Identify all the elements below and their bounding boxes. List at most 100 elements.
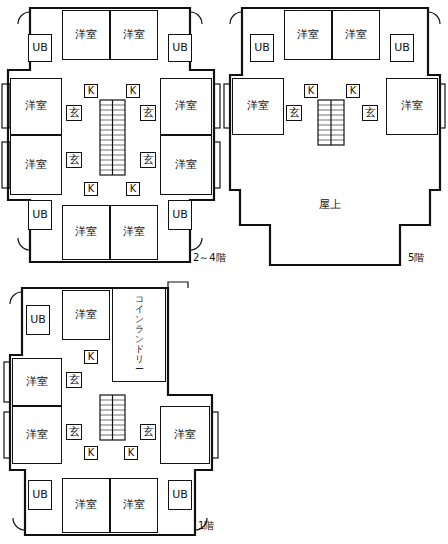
room-label: 洋室 — [175, 159, 197, 171]
room-box: 玄 — [362, 105, 378, 121]
room-label: 玄 — [69, 107, 80, 119]
floor-label: 1階 — [198, 520, 214, 531]
room-label: 玄 — [143, 107, 154, 119]
room-box: 洋室 — [110, 478, 158, 533]
stair-core — [100, 100, 125, 175]
room-label: 洋室 — [123, 226, 145, 238]
room-box: 洋室 — [160, 78, 212, 135]
room-box: UB — [28, 200, 52, 230]
room-label: UB — [172, 42, 188, 54]
room-label: 洋室 — [297, 29, 319, 41]
room-box: 洋室 — [232, 78, 284, 135]
room-box: K — [124, 446, 138, 460]
room-box: K — [84, 84, 98, 98]
room-label: K — [88, 448, 94, 459]
room-box: UB — [168, 34, 192, 62]
room-label: 洋室 — [26, 429, 48, 441]
room-label: 洋室 — [345, 29, 367, 41]
room-label: UB — [32, 42, 48, 54]
roof-area: 屋上 — [270, 160, 390, 250]
room-label: UB — [254, 42, 270, 54]
room-label: 洋室 — [26, 376, 48, 388]
room-label: 玄 — [289, 107, 300, 119]
room-box: UB — [28, 480, 52, 510]
room-label: 玄 — [69, 374, 80, 386]
room-label: 洋室 — [174, 429, 196, 441]
stair-divider — [330, 100, 331, 145]
room-label: 洋室 — [25, 159, 47, 171]
room-box: UB — [168, 480, 192, 510]
room-box: 玄 — [140, 105, 156, 121]
room-label: 洋室 — [123, 29, 145, 41]
room-label: 洋室 — [75, 226, 97, 238]
room-label: 洋室 — [123, 499, 145, 511]
room-box: 洋室 — [386, 78, 438, 135]
room-box: 洋室 — [110, 205, 158, 260]
room-label: K — [350, 86, 356, 97]
room-box: 玄 — [140, 424, 156, 440]
room-box: 洋室 — [332, 10, 380, 60]
room-box: UB — [250, 34, 274, 62]
room-label: K — [88, 86, 94, 97]
room-box: 洋室 — [12, 358, 62, 406]
room-label: UB — [32, 209, 48, 221]
room-box: K — [346, 84, 360, 98]
room-label: K — [130, 86, 136, 97]
room-box: 洋室 — [62, 478, 110, 533]
stair-core — [318, 100, 344, 145]
floor-plan: UB洋室コインランドリーK洋室玄洋室玄玄洋室KKUB洋室洋室UB1階 — [10, 288, 212, 535]
room-box: 玄 — [286, 105, 302, 121]
floor-plan: UB洋室洋室UBKK洋室玄玄洋室屋上5階 — [230, 8, 440, 265]
stair-divider — [112, 395, 113, 440]
room-label: 洋室 — [175, 100, 197, 112]
room-box: 玄 — [66, 372, 82, 388]
room-box: 洋室 — [110, 10, 158, 60]
stair-core — [100, 395, 125, 440]
room-label: 玄 — [69, 154, 80, 166]
room-box: UB — [390, 34, 414, 62]
room-label: コインランドリー — [135, 295, 144, 374]
floor-label: 5階 — [408, 252, 424, 263]
room-box: 玄 — [66, 152, 82, 168]
room-label: 玄 — [69, 426, 80, 438]
room-label: UB — [172, 209, 188, 221]
room-label: K — [88, 352, 94, 363]
door — [168, 282, 188, 288]
room-box: 洋室 — [10, 78, 62, 135]
room-box: K — [304, 84, 318, 98]
room-box: 玄 — [66, 105, 82, 121]
room-box: 玄 — [140, 152, 156, 168]
room-box: K — [84, 446, 98, 460]
stair-steps — [100, 100, 344, 440]
room-label: K — [128, 448, 134, 459]
room-box: UB — [26, 305, 50, 335]
floor-label: 2～4階 — [193, 252, 226, 263]
room-box: 洋室 — [62, 205, 110, 260]
room-label: UB — [394, 42, 410, 54]
room-box: K — [126, 182, 140, 196]
room-label: K — [88, 184, 94, 195]
room-label: UB — [172, 489, 188, 501]
room-label: 洋室 — [25, 100, 47, 112]
room-box: K — [126, 84, 140, 98]
room-label: 玄 — [143, 154, 154, 166]
room-label: 洋室 — [247, 100, 269, 112]
room-box: 洋室 — [160, 135, 212, 195]
room-label: 洋室 — [75, 499, 97, 511]
room-label: 洋室 — [75, 309, 97, 321]
room-label: 洋室 — [75, 29, 97, 41]
room-box: 洋室 — [62, 290, 110, 340]
room-box: 洋室 — [12, 406, 62, 464]
room-label: 洋室 — [401, 100, 423, 112]
outer-wall — [230, 8, 440, 265]
stair-divider — [112, 100, 113, 175]
room-box: K — [84, 350, 98, 364]
room-label: UB — [30, 314, 46, 326]
room-label: 玄 — [143, 426, 154, 438]
room-label: UB — [32, 489, 48, 501]
room-label: 玄 — [365, 107, 376, 119]
room-label: K — [130, 184, 136, 195]
room-box: 玄 — [66, 424, 82, 440]
outer-wall — [10, 288, 212, 535]
